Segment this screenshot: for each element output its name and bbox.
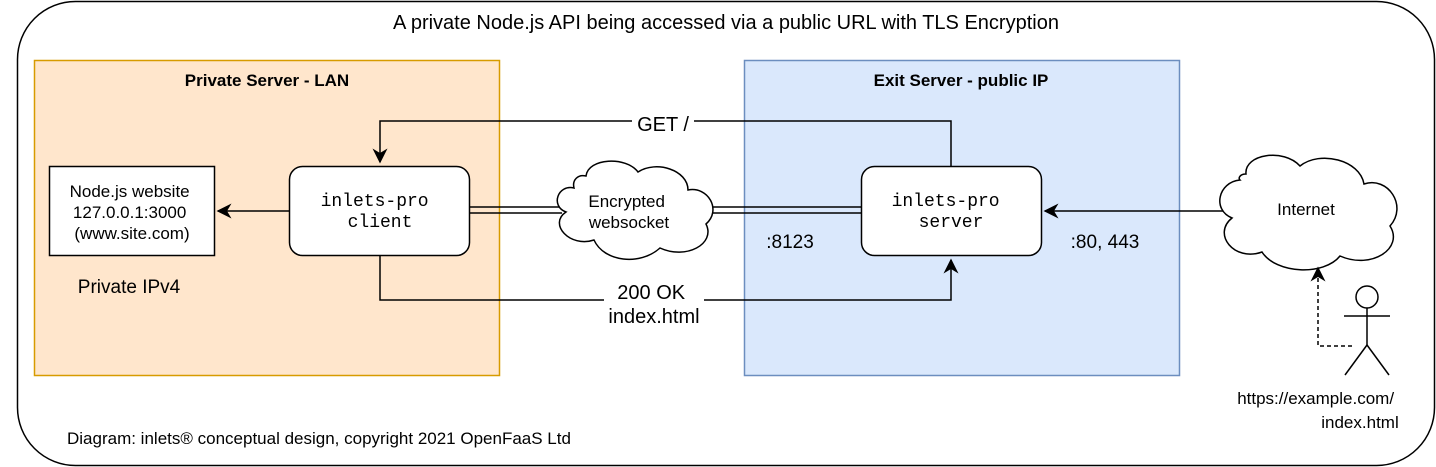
inlets-pro-client-box	[288, 165, 471, 257]
diagram-title: A private Node.js API being accessed via…	[393, 12, 1059, 34]
nodejs-website-box	[48, 165, 216, 257]
response-label: 200 OK index.html	[608, 282, 699, 328]
public-url-label: https://example.com/ index.html	[1237, 389, 1399, 432]
internet-label: Internet	[1277, 200, 1335, 219]
copyright-footer: Diagram: inlets® conceptual design, copy…	[67, 429, 571, 448]
get-request-label-bg	[632, 111, 694, 133]
exit-server-zone-label: Exit Server - public IP	[874, 71, 1049, 90]
internet-cloud	[1219, 154, 1398, 271]
nodejs-website-label: Node.js website 127.0.0.1:3000 (www.site…	[70, 182, 195, 243]
inlets-pro-client-label: inlets-pro client	[321, 192, 440, 233]
encrypted-websocket-cloud	[556, 160, 714, 261]
person-icon	[1344, 285, 1390, 376]
inlets-pro-server-label: inlets-pro server	[892, 192, 1011, 233]
private-ipv4-label: Private IPv4	[78, 277, 181, 298]
response-label-bg	[604, 282, 704, 326]
inlets-pro-server-box	[860, 165, 1043, 257]
encrypted-websocket-label: Encrypted websocket	[588, 192, 670, 232]
tunnel-connection	[469, 206, 861, 214]
private-server-zone-label: Private Server - LAN	[185, 71, 349, 90]
user-to-internet-arrow	[1310, 266, 1352, 347]
get-request-label: GET /	[637, 114, 689, 136]
tunnel-port-label: :8123	[766, 232, 814, 253]
public-ports-label: :80, 443	[1071, 232, 1140, 253]
